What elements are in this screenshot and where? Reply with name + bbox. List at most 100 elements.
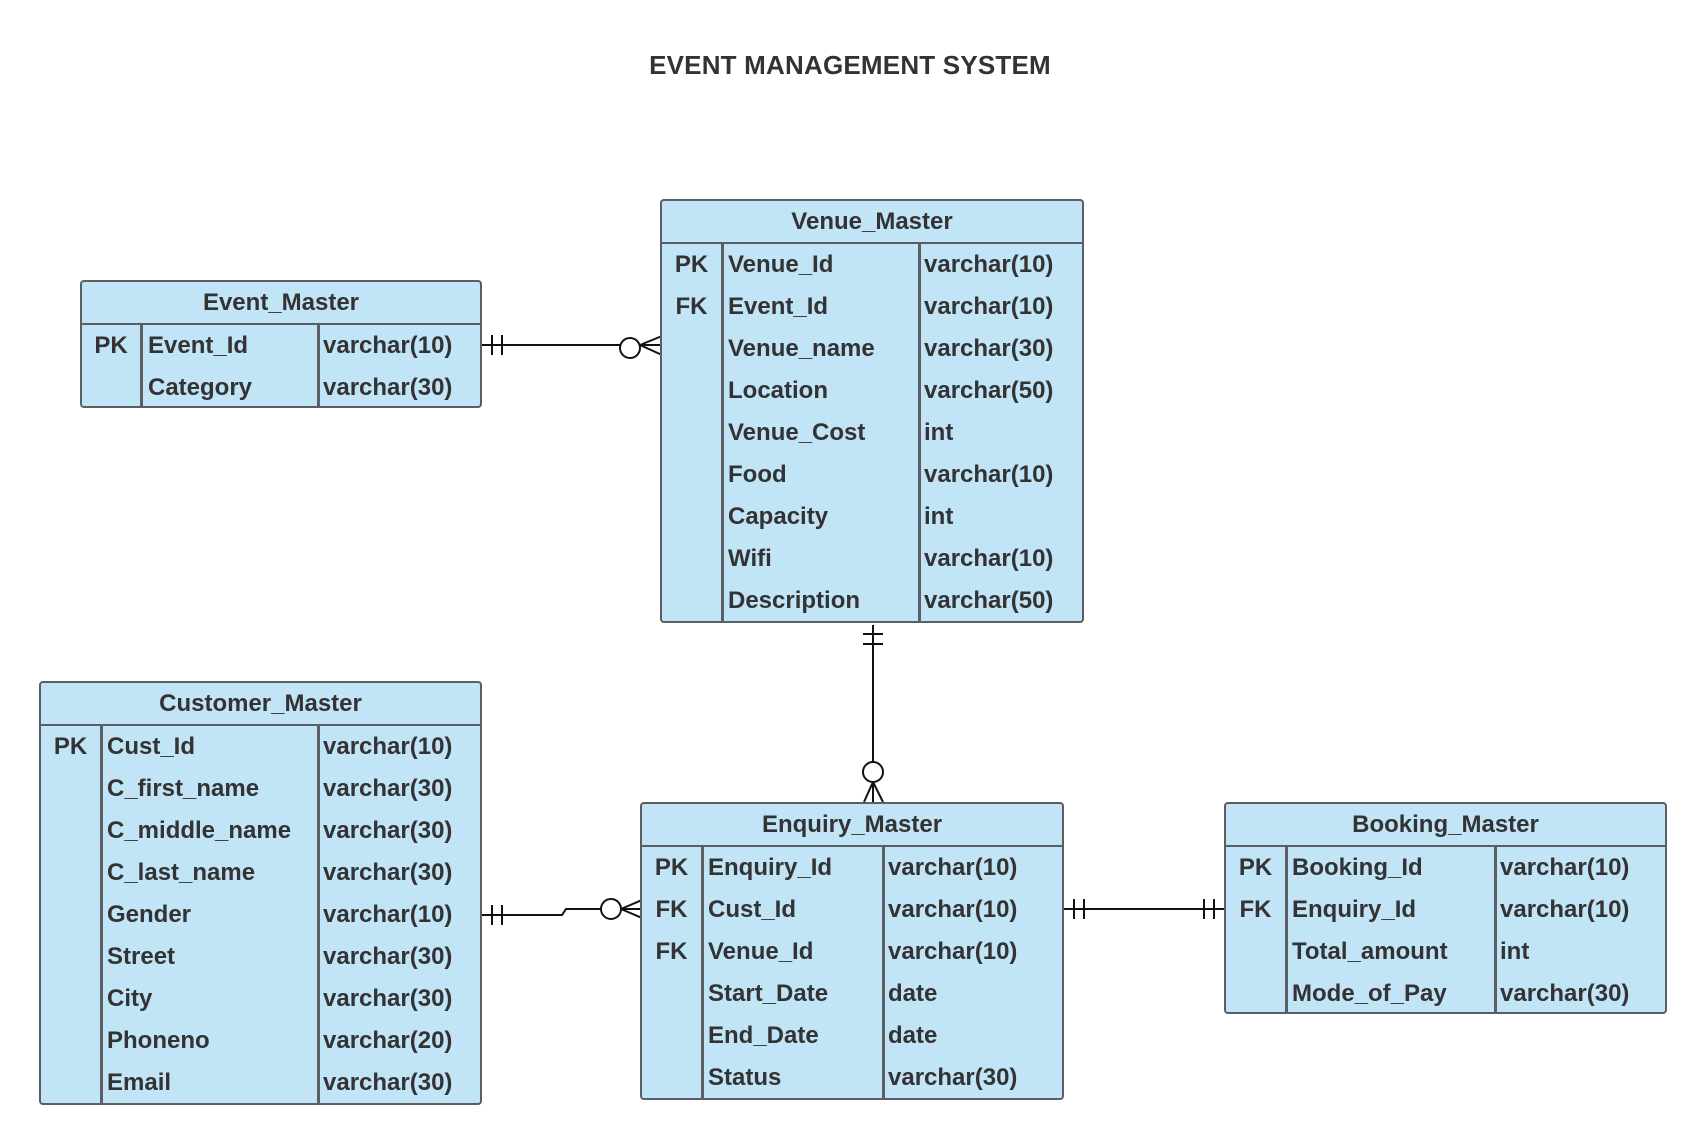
field-type: varchar(10) bbox=[323, 332, 453, 359]
entity-booking-master[interactable]: Booking_Master PK Booking_Id varchar(10) F… bbox=[1224, 802, 1667, 1014]
field-type: int bbox=[924, 503, 954, 530]
field-name: Venue_Id bbox=[708, 938, 814, 965]
field-type: varchar(30) bbox=[1500, 980, 1630, 1007]
column-divider bbox=[918, 244, 921, 621]
field-type: varchar(30) bbox=[323, 985, 453, 1012]
column-divider bbox=[140, 325, 143, 406]
table-row: Status varchar(30) bbox=[642, 1057, 1062, 1098]
table-row: C_last_name varchar(30) bbox=[41, 852, 480, 894]
field-name: Cust_Id bbox=[708, 896, 797, 923]
entity-event-master[interactable]: Event_Master PK Event_Id varchar(10) Cat… bbox=[80, 280, 482, 408]
field-type: varchar(30) bbox=[924, 335, 1054, 362]
field-type: varchar(50) bbox=[924, 377, 1054, 404]
field-type: varchar(10) bbox=[888, 854, 1018, 881]
field-name: C_last_name bbox=[107, 859, 256, 886]
column-divider bbox=[317, 726, 320, 1103]
key-badge: PK bbox=[1238, 854, 1273, 881]
field-name: Cust_Id bbox=[107, 733, 196, 760]
table-row: PK Venue_Id varchar(10) bbox=[662, 244, 1082, 286]
table-row: C_first_name varchar(30) bbox=[41, 768, 480, 810]
field-type: date bbox=[888, 1022, 938, 1049]
entity-title: Event_Master bbox=[82, 282, 480, 325]
rel-venue-enquiry bbox=[862, 625, 884, 803]
field-type: varchar(10) bbox=[924, 251, 1054, 278]
field-type: varchar(10) bbox=[1500, 896, 1630, 923]
field-name: Status bbox=[708, 1064, 782, 1091]
field-type: varchar(10) bbox=[924, 461, 1054, 488]
field-name: Event_Id bbox=[148, 332, 249, 359]
table-row: C_middle_name varchar(30) bbox=[41, 810, 480, 852]
column-divider bbox=[317, 325, 320, 406]
key-badge: FK bbox=[675, 293, 708, 320]
field-name: Start_Date bbox=[708, 980, 829, 1007]
field-name: Venue_Id bbox=[728, 251, 834, 278]
field-name: Gender bbox=[107, 901, 192, 928]
field-type: varchar(30) bbox=[323, 943, 453, 970]
table-row: Start_Date date bbox=[642, 973, 1062, 1015]
field-name: C_first_name bbox=[107, 775, 260, 802]
field-type: varchar(10) bbox=[888, 938, 1018, 965]
field-type: varchar(30) bbox=[323, 374, 453, 401]
field-name: Total_amount bbox=[1292, 938, 1448, 965]
field-name: Phoneno bbox=[107, 1027, 210, 1054]
field-type: varchar(30) bbox=[323, 859, 453, 886]
key-badge: PK bbox=[53, 733, 88, 760]
field-type: varchar(10) bbox=[323, 733, 453, 760]
entity-title: Customer_Master bbox=[41, 683, 480, 726]
field-name: Enquiry_Id bbox=[1292, 896, 1417, 923]
field-name: Mode_of_Pay bbox=[1292, 980, 1447, 1007]
key-badge: FK bbox=[1239, 896, 1272, 923]
rel-event-venue bbox=[482, 335, 663, 359]
field-name: Description bbox=[728, 587, 861, 614]
entity-title: Booking_Master bbox=[1226, 804, 1665, 847]
key-badge: PK bbox=[654, 854, 689, 881]
column-divider bbox=[100, 726, 103, 1103]
field-name: Category bbox=[148, 374, 253, 401]
table-row: Food varchar(10) bbox=[662, 454, 1082, 496]
table-row: Street varchar(30) bbox=[41, 936, 480, 978]
table-row: PK Cust_Id varchar(10) bbox=[41, 726, 480, 768]
table-row: End_Date date bbox=[642, 1015, 1062, 1057]
column-divider bbox=[721, 244, 724, 621]
field-name: Venue_name bbox=[728, 335, 875, 362]
field-type: varchar(10) bbox=[924, 293, 1054, 320]
table-row: Capacity int bbox=[662, 496, 1082, 538]
field-name: City bbox=[107, 985, 153, 1012]
entity-customer-master[interactable]: Customer_Master PK Cust_Id varchar(10) C_f… bbox=[39, 681, 482, 1105]
key-badge: PK bbox=[674, 251, 709, 278]
table-row: PK Event_Id varchar(10) bbox=[82, 325, 480, 367]
table-row: City varchar(30) bbox=[41, 978, 480, 1020]
rel-customer-enquiry bbox=[482, 898, 643, 925]
field-name: End_Date bbox=[708, 1022, 819, 1049]
table-row: FK Enquiry_Id varchar(10) bbox=[1226, 889, 1665, 931]
field-type: varchar(10) bbox=[924, 545, 1054, 572]
field-name: Location bbox=[728, 377, 828, 404]
field-name: Booking_Id bbox=[1292, 854, 1423, 881]
field-type: varchar(20) bbox=[323, 1027, 453, 1054]
field-name: Capacity bbox=[728, 503, 829, 530]
field-type: varchar(30) bbox=[323, 775, 453, 802]
field-type: varchar(30) bbox=[323, 817, 453, 844]
field-name: C_middle_name bbox=[107, 817, 292, 844]
field-type: date bbox=[888, 980, 938, 1007]
field-type: varchar(10) bbox=[1500, 854, 1630, 881]
column-divider bbox=[1494, 847, 1497, 1012]
field-name: Food bbox=[728, 461, 787, 488]
field-type: varchar(30) bbox=[888, 1064, 1018, 1091]
table-row: Wifi varchar(10) bbox=[662, 538, 1082, 580]
table-row: Category varchar(30) bbox=[82, 367, 480, 406]
field-name: Wifi bbox=[728, 545, 772, 572]
column-divider bbox=[882, 847, 885, 1098]
key-badge: FK bbox=[655, 896, 688, 923]
field-name: Street bbox=[107, 943, 176, 970]
